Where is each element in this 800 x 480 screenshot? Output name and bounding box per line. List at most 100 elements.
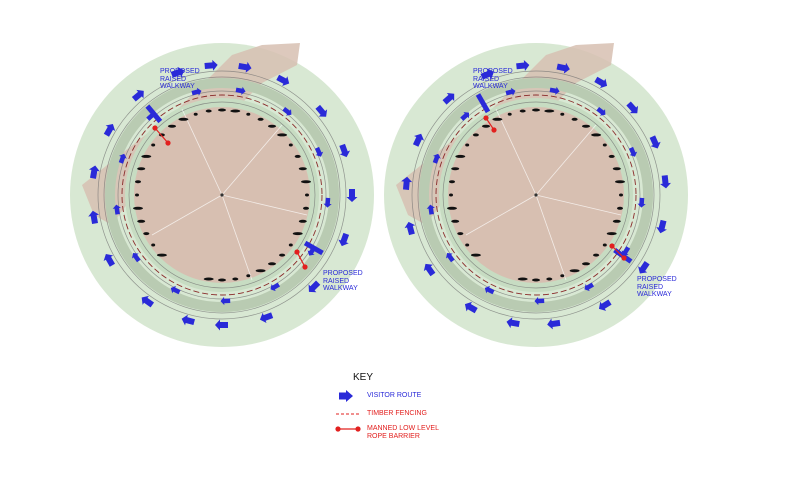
stone: [602, 143, 607, 147]
stone: [277, 133, 288, 137]
stone: [268, 124, 276, 128]
stone: [137, 167, 146, 171]
radial-track-3: [535, 194, 567, 281]
radial-track-3: [221, 194, 253, 281]
callout-raised-walkway-left-top: PROPOSED RAISED WALKWAY: [160, 68, 200, 90]
radial-track-0: [181, 108, 223, 196]
stone: [257, 117, 264, 121]
stone: [298, 167, 307, 171]
stone: [517, 277, 528, 281]
key-item-visitor-route: VISITOR ROUTE: [333, 389, 493, 402]
stone: [612, 167, 621, 171]
site-plan-left: [70, 43, 374, 347]
stone: [571, 117, 578, 121]
stone: [582, 262, 590, 266]
path-ring-3: [128, 101, 316, 289]
stone: [301, 180, 311, 184]
timber-fencing-ring: [121, 94, 323, 296]
stone: [619, 193, 623, 197]
stone: [218, 108, 226, 112]
stone: [532, 108, 540, 112]
path-ring-1: [417, 76, 655, 314]
stone: [615, 180, 625, 184]
rope-barrier-post: [302, 264, 308, 270]
stone: [135, 180, 141, 184]
stone: [205, 109, 212, 113]
stone: [612, 219, 621, 223]
stone: [492, 117, 503, 121]
stone: [560, 274, 565, 278]
stone: [232, 277, 239, 281]
rope-barrier-icon: [335, 426, 361, 432]
stone: [141, 154, 152, 158]
callout-raised-walkway-right-bottom: PROPOSED RAISED WALKWAY: [637, 276, 677, 298]
stone: [546, 277, 553, 281]
rope-barrier-line-1: [611, 245, 625, 259]
path-ring-1: [103, 76, 341, 314]
stone: [482, 124, 490, 128]
stone: [457, 232, 464, 236]
centre-point: [220, 193, 224, 197]
rope-barrier-post: [165, 140, 171, 146]
stone: [151, 143, 156, 147]
centre-point: [534, 193, 538, 197]
path-ring-0: [97, 70, 347, 320]
radial-track-4: [221, 194, 308, 216]
callout-raised-walkway-left-bottom: PROPOSED RAISED WALKWAY: [323, 270, 363, 292]
stone: [582, 124, 590, 128]
rope-barrier-post: [294, 249, 300, 255]
path-ring-3: [442, 101, 630, 289]
bank-ring: [419, 78, 653, 312]
path-ring-2: [431, 90, 641, 300]
visitor-route-arrow-icon: [339, 390, 353, 402]
stone: [606, 232, 617, 236]
rope-barrier-post: [491, 127, 497, 133]
stone: [544, 109, 555, 113]
stone: [569, 269, 580, 273]
path-ring-0: [411, 70, 661, 320]
rope-barrier-post: [621, 255, 627, 261]
radial-track-2: [151, 194, 223, 236]
stone: [143, 232, 150, 236]
stone: [230, 109, 241, 113]
stone: [298, 219, 307, 223]
key-title: KEY: [353, 372, 374, 383]
stone: [303, 206, 309, 210]
rope-barrier-line-0: [154, 127, 169, 144]
stone: [255, 269, 266, 273]
key-label-timber-fencing: TIMBER FENCING: [367, 410, 427, 417]
stone: [305, 193, 309, 197]
stone: [133, 206, 143, 210]
stone: [137, 219, 146, 223]
stone: [151, 243, 156, 247]
stone: [292, 232, 303, 236]
rope-barrier-line-1: [296, 251, 306, 268]
stone: [472, 133, 479, 137]
stone: [602, 243, 607, 247]
radial-track-1: [221, 124, 283, 196]
radial-track-2: [465, 194, 537, 236]
stone: [455, 154, 466, 158]
site-plan-right: [384, 43, 688, 347]
raised-walkway-0: [475, 93, 491, 114]
radial-track-4: [535, 194, 622, 216]
bank-ring: [105, 78, 339, 312]
stone: [451, 167, 460, 171]
rope-barrier-post: [483, 115, 489, 121]
stone: [560, 112, 565, 116]
key-label-rope-barrier: MANNED LOW LEVEL ROPE BARRIER: [367, 425, 439, 440]
stone: [288, 143, 293, 147]
stone: [156, 253, 167, 257]
stone: [532, 278, 540, 282]
stone: [279, 253, 286, 257]
stone: [519, 109, 526, 113]
stone: [449, 193, 453, 197]
stone: [246, 274, 251, 278]
stone: [470, 253, 481, 257]
stone: [465, 243, 470, 247]
stone: [203, 277, 214, 281]
raised-walkway-0: [145, 104, 163, 124]
stone: [268, 262, 276, 266]
stone: [246, 112, 251, 116]
rope-barrier-post: [152, 125, 158, 131]
